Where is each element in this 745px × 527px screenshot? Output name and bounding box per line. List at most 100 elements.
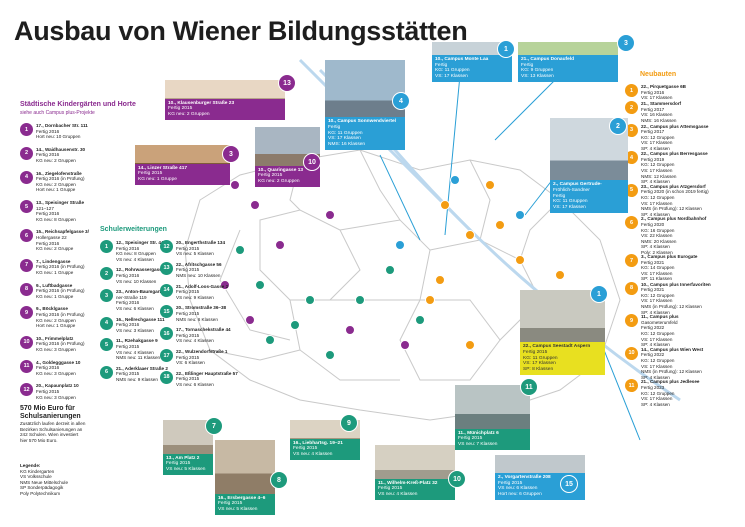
- entry-title: 20., Kapaunplatz 10: [36, 383, 79, 389]
- map-marker: [245, 315, 255, 325]
- entry-line: Fertig 2016: [641, 89, 665, 95]
- entry-line: VS neu: 3 Klassen: [116, 327, 154, 333]
- number-badge: 6: [100, 365, 113, 379]
- caption-line: Fertig 2015: [218, 501, 243, 507]
- entry-title: 21., Adolf-Loos-Gasse 2: [176, 283, 229, 289]
- neubauten-heading: Neubauten: [640, 71, 677, 78]
- entry-line: Fertig 2015: [176, 267, 200, 273]
- caption-line: KG: 11 Gruppen: [553, 199, 588, 205]
- entry-line: KG neu: 1 Gruppe: [36, 269, 74, 275]
- summary-box: 570 Mio Euro für Schulsanierungen Zusätz…: [20, 405, 85, 443]
- caption-title: 10., Campus Sonnwendviertel: [328, 119, 396, 125]
- caption-line: KG neu: 1 Gruppe: [138, 177, 177, 183]
- caption-line: Fertig 2015: [258, 173, 283, 179]
- caption-title: 11., Münichplatz 6: [458, 430, 499, 436]
- entry-title: 23., Campus plus Atzgersdorf: [641, 183, 706, 189]
- number-badge: 2: [20, 146, 33, 160]
- entry-line: VS neu: 10 Klassen: [116, 278, 157, 284]
- caption-line: KG: 9 Gruppen: [521, 68, 554, 74]
- number-badge: 17: [160, 349, 173, 362]
- schulerweiterungen-heading: Schulerweiterungen: [100, 226, 167, 233]
- map-marker: [265, 335, 275, 345]
- entry-line: Gasometerumfeld: [641, 319, 678, 325]
- entry-line: Fertig 2016 (in Prüfung): [36, 341, 85, 347]
- number-badge: 1: [625, 84, 638, 97]
- entry-line: VS neu: 5 Klassen: [176, 251, 214, 257]
- map-marker: [275, 240, 285, 250]
- entry-line: Fertig 2016: [116, 272, 140, 278]
- entry-line: Fertig 2015: [176, 332, 200, 338]
- number-badge: 2: [625, 101, 638, 115]
- map-marker: [220, 280, 230, 290]
- entry-title: 22., Pirquetgasse 6B: [641, 84, 686, 89]
- entry-title: 2., Campus plus Nordbahnhof: [641, 216, 707, 222]
- entry-line: KG neu: 1 Gruppe: [36, 293, 74, 299]
- caption-title: 2., Vorgartenstraße 208: [498, 474, 551, 480]
- map-marker: [400, 340, 410, 350]
- entry-line: Fertig 2015: [36, 388, 60, 394]
- caption-line: VS neu: 6 Klassen: [498, 486, 538, 492]
- entry-line: ner-Straße 119: [116, 294, 147, 300]
- entry-line: KG neu: 8 Gruppen: [116, 251, 156, 257]
- entry-line: VS neu: 6 Klassen: [116, 305, 154, 311]
- caption-line: VS: 17 Klassen: [523, 361, 556, 367]
- entry-title: 11., Rzehakgasse 9: [116, 338, 158, 344]
- entry-line: NMS neu: 10 Klassen: [176, 272, 221, 278]
- photo-number-badge: 3: [617, 34, 635, 52]
- caption-line: VS: 17 Klassen: [328, 136, 361, 142]
- caption-line: Fertig: [521, 62, 534, 68]
- entry-line: SP: 4 Klassen: [641, 179, 670, 185]
- entry-line: SP: 4 Klassen: [641, 146, 670, 152]
- entry-title: 9., Böcklgasse: [36, 306, 68, 312]
- entry-line: NMS (in Prüfung): 12 Klassen: [641, 206, 702, 212]
- entry-line: SP: 4 Klassen: [641, 374, 670, 380]
- map-marker: [515, 210, 525, 220]
- entry-title: 12., Rohrwassergasse 2: [116, 267, 169, 273]
- caption-title: 10., Klausenburger Straße 23: [168, 100, 235, 106]
- map-marker: [355, 295, 365, 305]
- summary-line: hier 570 Mio Euro.: [20, 437, 58, 443]
- entry-line: SP: 11 Klassen: [641, 276, 673, 282]
- entry-line: VS: 17 Klassen: [641, 200, 673, 206]
- caption-line: Fertig 2015: [168, 106, 193, 112]
- number-badge: 18: [160, 370, 173, 384]
- entry-line: Fertig 2022: [641, 352, 665, 358]
- entry-line: NMS: 16 Klassen: [641, 118, 677, 124]
- entry-line: Hort neu: 10 Gruppen: [36, 134, 81, 140]
- entry-title: 14., Waidhausenstr. 30: [36, 146, 86, 152]
- entry-line: Fertig 2023: [641, 384, 665, 390]
- entry-title: 10., Campus plus Innerfavoriten: [641, 281, 711, 287]
- caption-line: NMS: 16 Klassen: [328, 142, 366, 148]
- map-marker: [425, 295, 435, 305]
- entry-line: NMS neu: 6 Klassen: [176, 316, 218, 322]
- entry-title: 22., Afritschgasse 56: [176, 261, 222, 267]
- number-badge: 8: [625, 281, 638, 295]
- entry-line: Fertig 2017: [641, 106, 665, 112]
- caption-line: KG: 11 Gruppen: [523, 355, 558, 361]
- caption-line: Fertig 2015: [166, 461, 191, 467]
- entry-title: 9., Luftbadgasse: [36, 282, 73, 288]
